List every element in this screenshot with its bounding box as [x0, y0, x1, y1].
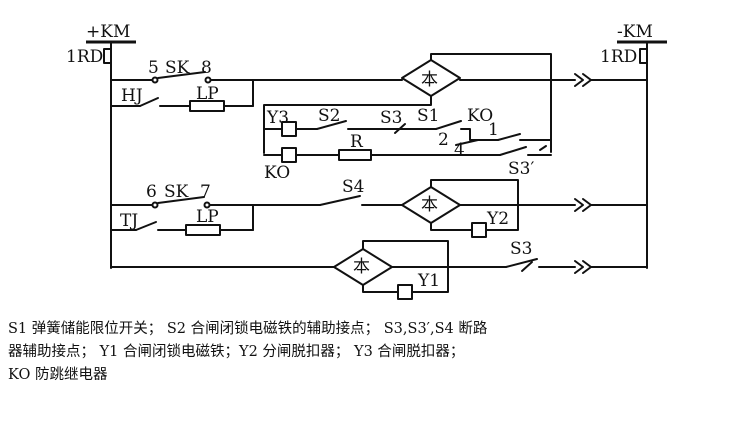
y1-label: Y1	[417, 271, 440, 291]
bus-neg-label: -KM	[617, 22, 653, 42]
fuse-right-label: 1RD	[600, 47, 637, 67]
s3-label-bottom: S3	[510, 239, 532, 259]
ko-label-top: KO	[467, 106, 493, 126]
tripping-circuit	[110, 179, 648, 238]
lockout-circuit	[110, 240, 648, 300]
s3-label: S3	[380, 108, 402, 128]
lp-label-top: LP	[196, 84, 219, 104]
terminal-4: 4	[454, 140, 465, 160]
terminal-6: 6	[146, 182, 157, 202]
y3-label: Y3	[266, 108, 289, 128]
tj-label: TJ	[120, 211, 138, 231]
r-label: R	[350, 132, 364, 152]
positive-bus	[86, 40, 136, 269]
legend: S1 弹簧储能限位开关； S2 合闸闭锁电磁铁的辅助接点； S3,S3′,S4 …	[8, 318, 738, 387]
legend-line-3: KO 防跳继电器	[8, 367, 108, 383]
circuit-diagram: +KM 1RD -KM 1RD	[66, 22, 667, 300]
terminal-8: 8	[201, 58, 212, 78]
legend-line-2: 器辅助接点； Y1 合闸闭锁电磁铁；Y2 分闸脱扣器； Y3 合闸脱扣器；	[8, 344, 465, 360]
rectifier-top	[401, 59, 461, 97]
lp-label-mid: LP	[196, 207, 219, 227]
fuse-right	[639, 48, 648, 64]
ko-coil	[281, 147, 297, 163]
rectifier-top-symbol: 本	[421, 70, 438, 90]
s3-prime-label: S3′	[508, 159, 534, 179]
terminal-7: 7	[200, 182, 211, 202]
y1-coil	[397, 284, 413, 300]
hj-label: HJ	[121, 86, 143, 106]
s2-label: S2	[318, 106, 340, 126]
s4-label: S4	[342, 177, 364, 197]
bus-pos-label: +KM	[86, 22, 130, 42]
closing-circuit	[110, 53, 648, 163]
rectifier-mid-symbol: 本	[421, 195, 438, 215]
sk-label-mid: SK	[164, 182, 189, 202]
terminal-5: 5	[148, 58, 159, 78]
fuse-left	[103, 48, 112, 64]
terminal-2: 2	[438, 130, 449, 150]
s1-label: S1	[417, 106, 439, 126]
y2-coil	[471, 222, 487, 238]
legend-line-1: S1 弹簧储能限位开关； S2 合闸闭锁电磁铁的辅助接点； S3,S3′,S4 …	[8, 321, 488, 337]
negative-bus	[617, 40, 667, 269]
terminal-1: 1	[488, 120, 499, 140]
sk-label-top: SK	[165, 58, 190, 78]
rectifier-bot-symbol: 本	[353, 257, 370, 277]
ko-label-bot: KO	[264, 163, 290, 183]
fuse-left-label: 1RD	[66, 47, 103, 67]
y2-label: Y2	[486, 209, 509, 229]
